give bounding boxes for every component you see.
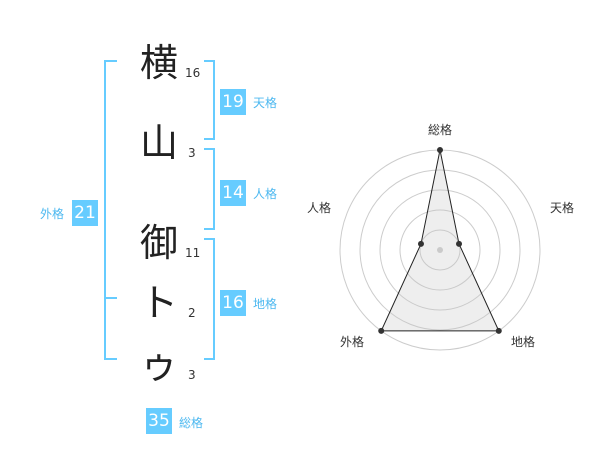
radar-point-3 <box>495 327 502 334</box>
radar-point-2 <box>456 240 463 247</box>
tenkaku-value: 19 <box>220 89 246 115</box>
radar-ring-4 <box>359 169 521 331</box>
soukaku-value: 35 <box>146 408 172 434</box>
stroke-count-2: 3 <box>188 146 196 160</box>
gaikaku-bracket <box>104 60 117 360</box>
radar-ring-2 <box>399 209 481 291</box>
name-char-3: 御 <box>139 221 178 265</box>
radar-label-tenkaku: 天格 <box>550 201 575 215</box>
stroke-count-4: 2 <box>188 306 196 320</box>
stroke-count-5: 3 <box>188 368 196 382</box>
soukaku-label: 総格 <box>179 416 204 430</box>
tenkaku-label: 天格 <box>253 96 278 110</box>
radar-point-1 <box>437 147 443 153</box>
radar-ring-3 <box>379 189 501 311</box>
radar-ring-1 <box>419 229 461 271</box>
radar-point-5 <box>417 240 424 247</box>
radar-label-chikaku: 地格 <box>511 335 536 349</box>
gaikaku-label: 外格 <box>40 207 65 221</box>
stroke-count-1: 16 <box>185 66 201 80</box>
radar-center-dot <box>437 247 443 253</box>
jinkaku-bracket <box>204 148 215 230</box>
radar-point-4 <box>378 327 385 334</box>
tenkaku-bracket <box>204 60 215 140</box>
name-char-2: 山 <box>139 121 178 165</box>
name-char-1: 横 <box>139 41 178 85</box>
chikaku-value: 16 <box>220 290 246 316</box>
radar-data-polygon <box>380 149 500 332</box>
radar-label-gaikaku: 外格 <box>340 335 365 349</box>
name-char-4: ト <box>139 281 178 325</box>
stroke-count-3: 11 <box>185 246 201 260</box>
gaikaku-value: 21 <box>72 200 98 226</box>
jinkaku-label: 人格 <box>253 187 278 201</box>
chikaku-label: 地格 <box>253 297 278 311</box>
radar-label-soukaku: 総格 <box>428 123 453 137</box>
name-char-5: ゥ <box>139 343 178 387</box>
chikaku-bracket <box>204 238 215 360</box>
radar-label-jinkaku: 人格 <box>307 201 332 215</box>
jinkaku-value: 14 <box>220 180 246 206</box>
